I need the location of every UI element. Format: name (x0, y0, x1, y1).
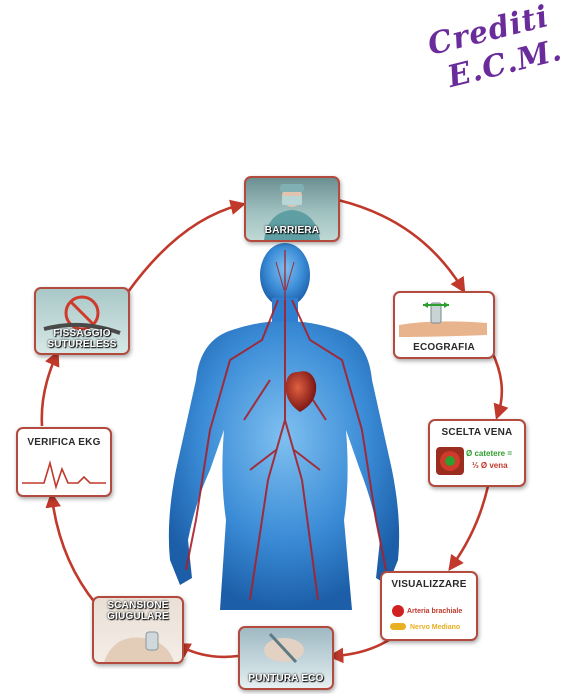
arrow-scelta-visualizzare (452, 486, 488, 566)
step-card-puntura-eco: PUNTURA ECO (238, 626, 334, 690)
arrow-verifica-fissaggio (42, 356, 56, 426)
label-puntura-eco: PUNTURA ECO (240, 673, 332, 684)
label-fissaggio-line2: SUTURELESS (47, 339, 116, 350)
step-card-ecografia: ECOGRAFIA (393, 291, 495, 359)
arrow-barriera-ecografia (338, 200, 462, 288)
step-card-visualizzare: VISUALIZZARE Arteria brachiale Nervo Med… (380, 571, 478, 641)
label-barriera: BARRIERA (246, 225, 338, 236)
legend-arteria: Arteria brachiale (407, 607, 462, 616)
ekg-trace-icon (18, 429, 110, 495)
step-card-fissaggio-sutureless: FISSAGGIO SUTURELESS (34, 287, 130, 355)
step-card-verifica-ekg: VERIFICA EKG (16, 427, 112, 497)
legend-nervo: Nervo Mediano (410, 623, 460, 632)
arrow-fissaggio-barriera (128, 205, 240, 292)
arrow-ecografia-scelta (492, 352, 502, 414)
label-fissaggio: FISSAGGIO SUTURELESS (36, 328, 128, 350)
human-body-figure (169, 243, 399, 610)
arrow-scansione-verifica (52, 498, 96, 604)
arrow-puntura-scansione (180, 646, 238, 657)
label-fissaggio-line1: FISSAGGIO (53, 328, 110, 339)
step-card-scelta-vena: SCELTA VENA Ø catetere = ⅓ Ø vena (428, 419, 526, 487)
neck-scan-icon (94, 598, 182, 662)
arrow-visualizzare-puntura (334, 638, 392, 656)
label-ecografia: ECOGRAFIA (395, 342, 493, 353)
formula-line1: Ø catetere = (466, 449, 512, 458)
formula-line2: ⅓ Ø vena (472, 461, 508, 470)
step-card-scansione-giugulare: SCANSIONE GIUGULARE (92, 596, 184, 664)
step-card-barriera: BARRIERA (244, 176, 340, 242)
